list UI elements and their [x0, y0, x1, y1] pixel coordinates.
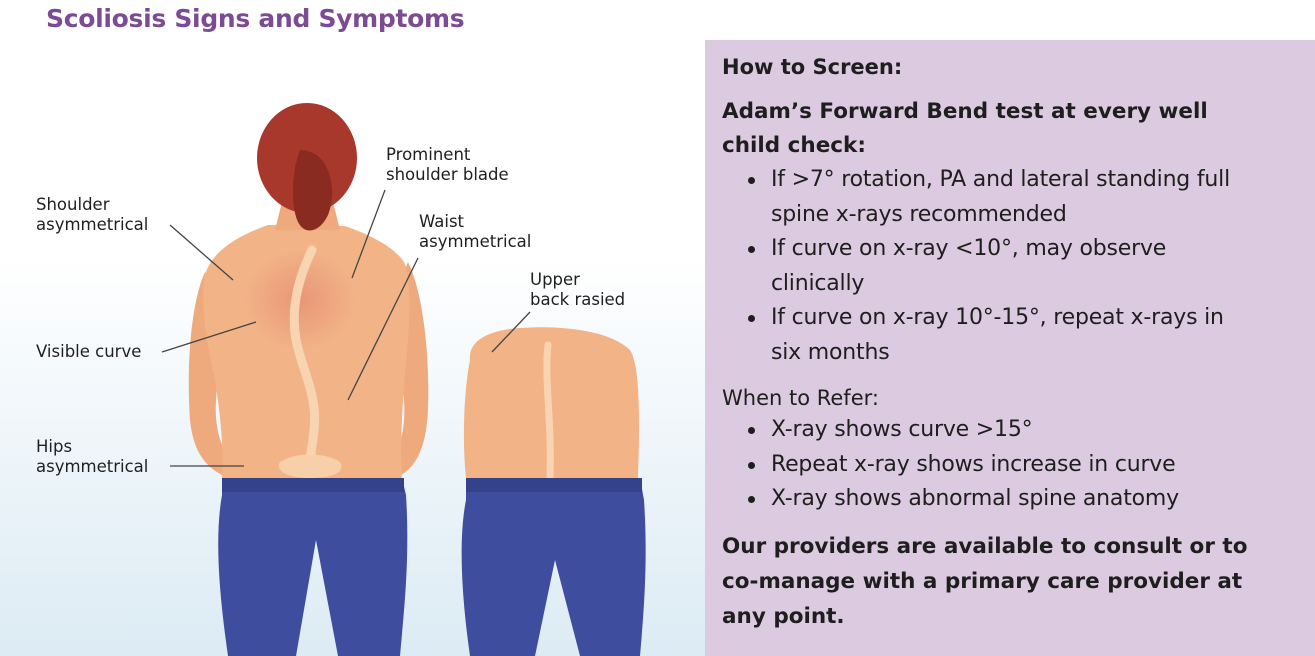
label-shoulder: Shoulder asymmetrical — [36, 195, 148, 235]
screen-item-2-line1: If curve on x-ray <10°, may observe — [771, 236, 1167, 261]
when-to-refer-heading: When to Refer: — [722, 386, 879, 410]
ponytail — [292, 150, 333, 231]
label-curve-text: Visible curve — [36, 342, 142, 361]
list-item: If curve on x-ray <10°, may observe clin… — [748, 232, 1315, 301]
refer-list: X-ray shows curve >15° Repeat x-ray show… — [722, 413, 1315, 517]
bending-waistband — [466, 478, 642, 492]
adam-test-text: Adam’s Forward Bend test at every well c… — [722, 95, 1315, 163]
label-blade-line2: shoulder blade — [386, 165, 509, 184]
label-waist-line2: asymmetrical — [419, 232, 532, 251]
label-visible-curve: Visible curve — [36, 342, 141, 362]
shoulder-leader — [169, 224, 234, 281]
list-item: If curve on x-ray 10°-15°, repeat x-rays… — [748, 301, 1315, 370]
leader-lines — [161, 189, 531, 467]
how-to-screen-heading: How to Screen: — [722, 55, 903, 79]
upper-back-leader — [491, 311, 531, 353]
adam-line2: child check: — [722, 133, 866, 158]
closing-line3: any point. — [722, 603, 845, 629]
standing-waistband — [222, 478, 404, 492]
screen-list: If >7° rotation, PA and lateral standing… — [722, 163, 1315, 370]
label-blade-line1: Prominent — [386, 145, 471, 164]
label-shoulder-blade: Prominent shoulder blade — [386, 145, 509, 185]
right-arm — [385, 262, 429, 478]
list-item: Repeat x-ray shows increase in curve — [748, 448, 1315, 483]
list-item: If >7° rotation, PA and lateral standing… — [748, 163, 1315, 232]
label-hips: Hips asymmetrical — [36, 437, 148, 477]
spine-curve — [289, 245, 320, 483]
blade-leader — [351, 189, 386, 279]
bending-figure — [461, 327, 646, 656]
illustration-svg — [0, 40, 705, 656]
page-title: Scoliosis Signs and Symptoms — [46, 4, 465, 33]
label-upper-back: Upper back rasied — [530, 270, 625, 310]
scoliosis-illustration: Shoulder asymmetrical Prominent shoulder… — [0, 40, 705, 656]
label-waist-line1: Waist — [419, 212, 465, 231]
label-shoulder-line1: Shoulder — [36, 195, 110, 214]
list-item: X-ray shows abnormal spine anatomy — [748, 482, 1315, 517]
bent-spine — [543, 341, 554, 482]
label-hips-line1: Hips — [36, 437, 73, 456]
closing-line2: co-manage with a primary care provider a… — [722, 568, 1243, 594]
curve-leader — [161, 321, 257, 353]
adam-line1: Adam’s Forward Bend test at every well — [722, 99, 1208, 124]
closing-line1: Our providers are available to consult o… — [722, 533, 1248, 559]
label-waist: Waist asymmetrical — [419, 212, 531, 252]
bending-pants — [461, 478, 646, 656]
standing-pants — [218, 478, 408, 656]
screen-item-3-line1: If curve on x-ray 10°-15°, repeat x-rays… — [771, 305, 1224, 330]
list-item: X-ray shows curve >15° — [748, 413, 1315, 448]
label-hips-line2: asymmetrical — [36, 457, 149, 476]
sacrum — [278, 454, 342, 478]
waist-leader — [347, 257, 419, 401]
screen-item-2-line2: clinically — [771, 270, 865, 296]
screen-item-1-line2: spine x-rays recommended — [771, 201, 1067, 227]
screen-item-3-line2: six months — [771, 339, 890, 365]
screen-item-1-line1: If >7° rotation, PA and lateral standing… — [771, 167, 1230, 192]
label-shoulder-line2: asymmetrical — [36, 215, 149, 234]
screening-panel: How to Screen: Adam’s Forward Bend test … — [705, 40, 1315, 656]
standing-figure — [188, 103, 429, 656]
label-upper-line2: back rasied — [530, 290, 626, 309]
closing-statement: Our providers are available to consult o… — [722, 529, 1315, 634]
label-upper-line1: Upper — [530, 270, 580, 289]
